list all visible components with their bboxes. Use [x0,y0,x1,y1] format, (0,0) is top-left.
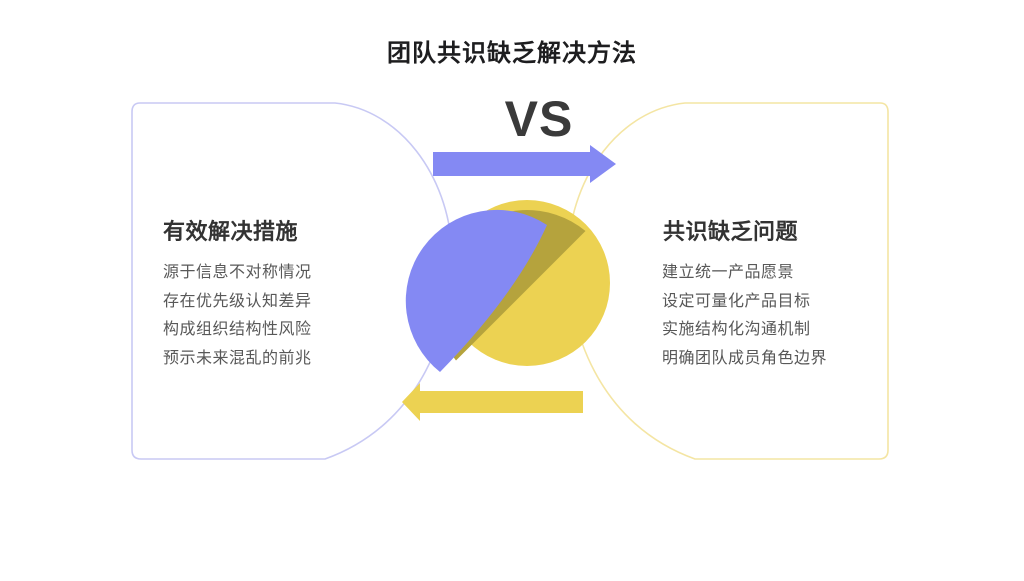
left-panel-list: 源于信息不对称情况 存在优先级认知差异 构成组织结构性风险 预示未来混乱的前兆 [163,259,312,373]
vs-label: VS [504,91,574,147]
right-panel-list: 建立统一产品愿景 设定可量化产品目标 实施结构化沟通机制 明确团队成员角色边界 [662,259,827,373]
venn-purple-shape [405,209,547,372]
right-arrow [433,145,616,183]
list-item: 构成组织结构性风险 [163,321,312,338]
list-item: 存在优先级认知差异 [163,292,312,310]
list-item: 实施结构化沟通机制 [662,321,811,338]
right-panel-heading: 共识缺乏问题 [663,219,799,244]
list-item: 建立统一产品愿景 [662,264,795,281]
left-panel-heading: 有效解决措施 [163,219,299,244]
left-arrow [402,383,583,421]
list-item: 预示未来混乱的前兆 [163,349,312,367]
page-title: 团队共识缺乏解决方法 [387,40,637,67]
list-item: 设定可量化产品目标 [662,292,811,310]
list-item: 明确团队成员角色边界 [662,349,828,367]
list-item: 源于信息不对称情况 [163,264,312,281]
